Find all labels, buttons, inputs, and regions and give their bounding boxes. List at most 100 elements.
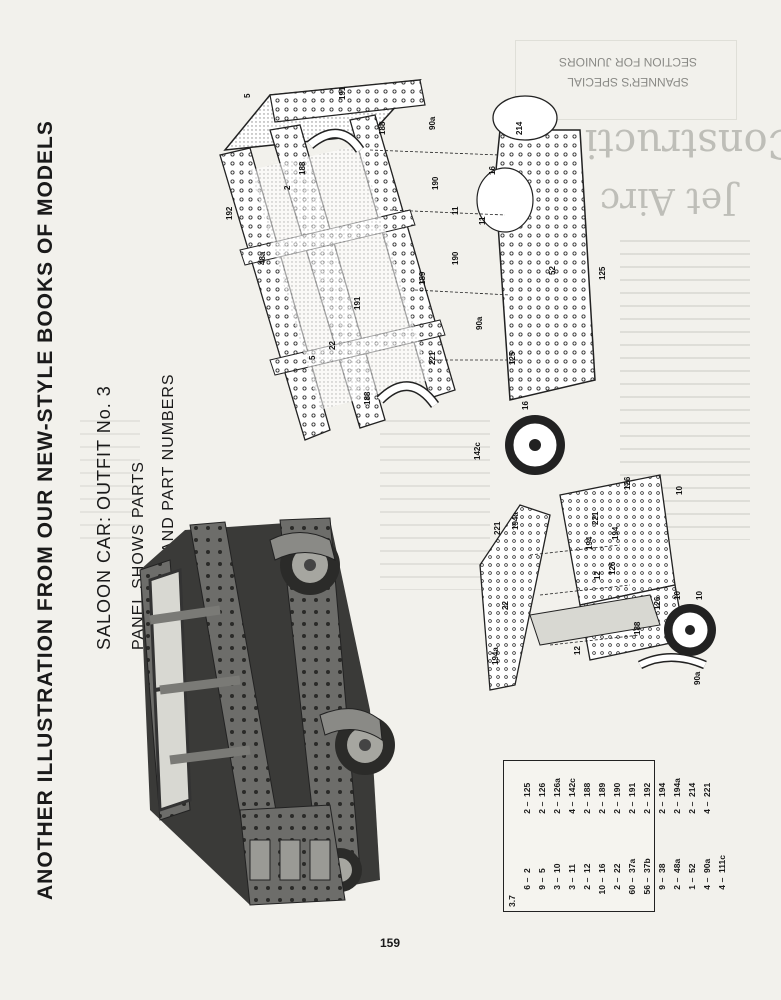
label: 126 bbox=[623, 476, 632, 490]
label: 11 bbox=[451, 206, 460, 215]
label: 221 bbox=[591, 511, 600, 525]
r-part: 194a bbox=[671, 778, 682, 797]
label: 125 bbox=[598, 266, 607, 280]
parts-table-row: 4–111c bbox=[714, 761, 729, 911]
dash-separator: – bbox=[686, 801, 697, 807]
label: 2 bbox=[283, 185, 292, 190]
label: 10 bbox=[673, 591, 682, 600]
r-count: 2 bbox=[686, 809, 697, 814]
dash-separator: – bbox=[716, 877, 727, 883]
diagram2-wheel bbox=[664, 604, 716, 656]
label: 16 bbox=[488, 166, 497, 175]
dash-separator: – bbox=[581, 877, 592, 883]
dash-separator: – bbox=[686, 877, 697, 883]
label: 142c bbox=[473, 442, 482, 460]
parts-table-row: 56 – 37b 2 – 192 bbox=[639, 761, 654, 911]
label: 188 bbox=[633, 621, 642, 635]
r-count: 2 bbox=[596, 809, 607, 814]
label: 5 bbox=[308, 355, 317, 360]
label: 126 bbox=[608, 561, 617, 575]
r-count: 2 bbox=[641, 809, 652, 814]
label: 190 bbox=[451, 251, 460, 265]
dash-separator: – bbox=[641, 801, 652, 807]
r-part: 214 bbox=[686, 782, 697, 797]
label: 188 bbox=[378, 121, 387, 135]
dash-separator: – bbox=[626, 877, 637, 883]
label: 22 bbox=[501, 601, 510, 610]
r-part: 126 bbox=[536, 782, 547, 797]
l-count: 2 bbox=[611, 885, 622, 890]
l-count: 4 bbox=[716, 885, 727, 890]
ghost-heading-2: Jet Airc bbox=[600, 180, 737, 221]
r-count: 2 bbox=[656, 809, 667, 814]
dash-separator: – bbox=[566, 877, 577, 883]
l-count: 2 bbox=[581, 885, 592, 890]
page-number: 159 bbox=[380, 936, 401, 950]
label: 48a bbox=[258, 251, 267, 265]
dash-separator: – bbox=[671, 877, 682, 883]
label: 188 bbox=[298, 161, 307, 175]
label: 221 bbox=[493, 521, 502, 535]
main-title: ANOTHER ILLUSTRATION FROM OUR NEW-STYLE … bbox=[34, 120, 57, 900]
r-count: 4 bbox=[566, 809, 577, 814]
l-count: 9 bbox=[656, 885, 667, 890]
l-part: 90a bbox=[701, 858, 712, 873]
dash-separator: – bbox=[596, 801, 607, 807]
l-part: 37b bbox=[641, 858, 652, 873]
ghost-text-column-2 bbox=[380, 420, 490, 590]
dash-separator: – bbox=[701, 877, 712, 883]
l-part: 11 bbox=[566, 864, 577, 873]
dash-separator: – bbox=[611, 877, 622, 883]
dash-separator: – bbox=[551, 877, 562, 883]
label: 126 bbox=[653, 596, 662, 610]
model-title: SALOON CAR: OUTFIT No. 3 bbox=[94, 385, 114, 650]
l-count: 56 bbox=[641, 885, 652, 895]
label: 214 bbox=[515, 121, 524, 135]
dash-separator: – bbox=[641, 877, 652, 883]
label: 191 bbox=[353, 296, 362, 310]
dash-separator: – bbox=[566, 801, 577, 807]
dash-separator: – bbox=[521, 801, 532, 807]
label: 194 bbox=[611, 526, 620, 540]
label: 190 bbox=[431, 176, 440, 190]
l-part: 22 bbox=[611, 863, 622, 873]
label: 189 bbox=[418, 271, 427, 285]
r-part: 192 bbox=[641, 782, 652, 797]
label: 11 bbox=[478, 216, 487, 225]
r-part: 125 bbox=[521, 782, 532, 797]
r-part: 190 bbox=[611, 782, 622, 797]
r-count: 2 bbox=[611, 809, 622, 814]
r-count: 2 bbox=[671, 809, 682, 814]
dash-separator: – bbox=[536, 801, 547, 807]
r-part: 126a bbox=[551, 778, 562, 797]
dash-separator: – bbox=[551, 801, 562, 807]
label: 90a bbox=[693, 671, 702, 685]
label: 194 bbox=[585, 536, 594, 550]
label: 52 bbox=[548, 266, 557, 275]
r-count: 2 bbox=[581, 809, 592, 814]
label: 192 bbox=[225, 206, 234, 220]
model-photo bbox=[139, 517, 395, 906]
label: 16 bbox=[521, 401, 530, 410]
label: 10 bbox=[675, 486, 684, 495]
r-part: 221 bbox=[701, 782, 712, 797]
dash-separator: – bbox=[656, 801, 667, 807]
l-count: 2 bbox=[671, 885, 682, 890]
parts-table-corner-label: 3.7 bbox=[504, 761, 519, 911]
r-count: 2 bbox=[551, 809, 562, 814]
l-part: 37a bbox=[626, 858, 637, 873]
l-count: 4 bbox=[701, 885, 712, 890]
label: 90a bbox=[475, 316, 484, 330]
l-part: 16 bbox=[596, 863, 607, 873]
